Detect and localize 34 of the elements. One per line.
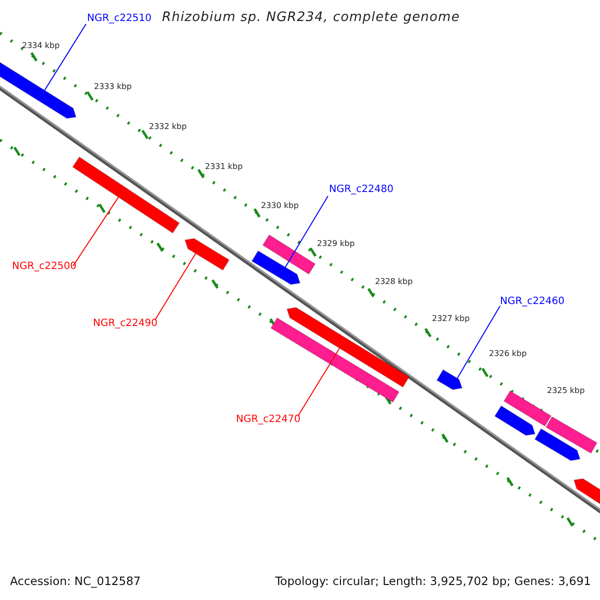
gene-label: NGR_c22510 (87, 13, 152, 25)
gene-label: NGR_c22500 (12, 261, 76, 273)
gene-feature (286, 306, 410, 388)
gene-feature (545, 416, 598, 454)
scale-label: 2325 kbp (547, 386, 585, 396)
scale-label: 2332 kbp (149, 122, 187, 132)
gene-label: NGR_c22470 (236, 414, 300, 426)
gene-feature (72, 156, 180, 234)
gene-label: NGR_c22480 (329, 184, 394, 196)
leader-line (44, 24, 86, 91)
scale-label: 2333 kbp (94, 82, 132, 92)
accession-text: Accession: NC_012587 (10, 575, 141, 589)
scale-label: 2326 kbp (489, 349, 527, 359)
scale-label: 2329 kbp (317, 239, 355, 249)
gene-feature (184, 238, 230, 271)
title: Rhizobium sp. NGR234, complete genome (162, 10, 460, 26)
scale-label: 2327 kbp (432, 314, 470, 324)
gene-feature (270, 317, 400, 403)
gene-feature (494, 405, 536, 436)
leader-line (154, 253, 196, 320)
leader-line (284, 196, 328, 268)
gene-label: NGR_c22460 (500, 296, 564, 308)
gene-feature (436, 369, 463, 390)
gene-feature (534, 428, 581, 462)
scale-label: 2328 kbp (375, 277, 413, 287)
scale-label: 2330 kbp (261, 201, 299, 211)
genome-summary-text: Topology: circular; Length: 3,925,702 bp; Genes: 3,691 (275, 575, 591, 589)
leader-line (298, 348, 340, 416)
scale-label: 2331 kbp (205, 162, 243, 172)
leader-line (72, 196, 119, 266)
gene-feature (262, 234, 316, 275)
gene-feature (251, 250, 301, 286)
leader-line (456, 306, 500, 379)
gene-label: NGR_c22490 (93, 318, 158, 330)
